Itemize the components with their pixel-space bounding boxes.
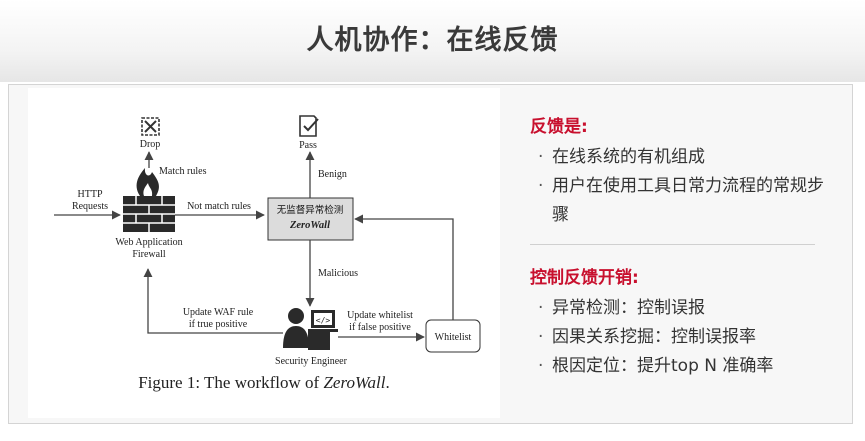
waf-label-2: Firewall [132,249,166,260]
feedback-heading: 反馈是: [530,117,588,137]
figure-caption: Figure 1: The workflow of ZeroWall. [28,373,500,393]
workflow-diagram: Drop Pass HTTP Requests Web Application … [54,115,481,367]
firewall-icon [123,168,175,232]
feedback-bullet: 在线系统的有机组成 [530,143,830,172]
cost-bullet: 异常检测：控制误报 [530,294,830,323]
waf-label-1: Web Application [115,237,182,248]
cost-bullet: 根因定位：提升top N 准确率 [530,352,830,381]
zerowall-box [267,197,354,241]
update-whitelist-label-2: if false positive [349,322,411,333]
drop-icon [141,117,160,136]
zerowall-label-1: 无监督异常检测 [277,204,344,216]
cost-bullet: 因果关系挖掘：控制误报率 [530,323,830,352]
not-match-label: Not match rules [187,201,251,212]
pass-icon [299,115,319,137]
whitelist-label: Whitelist [435,332,472,343]
engineer-label: Security Engineer [275,356,348,367]
engineer-icon: </> [283,308,338,350]
title-bar [0,0,865,82]
caption-prefix: Figure 1: The workflow of [138,373,324,392]
drop-label: Drop [140,139,161,150]
cost-heading: 控制反馈开销: [530,268,639,288]
caption-suffix: . [385,373,390,392]
update-waf-arrow [143,268,283,334]
zerowall-label-2: ZeroWall [289,220,330,231]
http-label-1: HTTP [78,189,103,200]
malicious-label: Malicious [318,268,358,279]
right-column: 反馈是: 在线系统的有机组成 用户在使用工具日常力流程的常规步骤 控制反馈开销:… [530,112,830,381]
http-label-2: Requests [72,201,108,212]
update-whitelist-label-1: Update whitelist [347,310,413,321]
workflow-figure: Drop Pass HTTP Requests Web Application … [28,88,500,418]
feedback-bullet: 用户在使用工具日常力流程的常规步骤 [530,172,830,230]
page-title: 人机协作：在线反馈 [306,25,559,56]
svg-text:</>: </> [316,316,331,325]
divider [530,244,815,245]
benign-label: Benign [318,169,347,180]
caption-emphasis: ZeroWall [323,373,386,392]
update-waf-label-1: Update WAF rule [183,307,254,318]
match-rules-label: Match rules [159,166,207,177]
update-waf-label-2: if true positive [189,319,248,330]
whitelist-feedback-arrow [354,214,454,320]
pass-label: Pass [299,140,317,151]
